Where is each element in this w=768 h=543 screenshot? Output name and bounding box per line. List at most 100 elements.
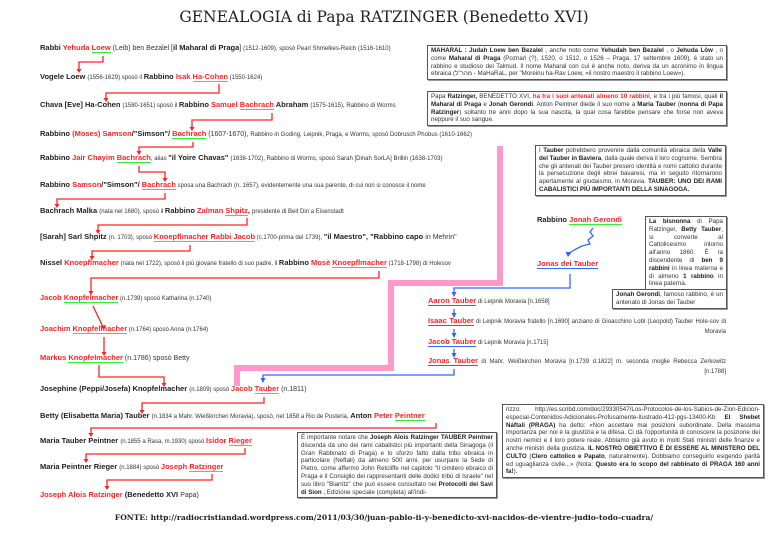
text-segment: El Shebet Náftali (PRAGA) [506,413,760,429]
text-segment: presidente di Beit Din a Eisenstadt [252,209,344,215]
genealogy-row: Joachim Knopfelmacher (n.1764) sposò Ann… [40,324,208,335]
text-segment: (1512-1609), sposò Pearl Shmelkes-Reich … [243,46,391,52]
genealogy-row: Rabbi Yehuda Loew (Leib) ben Bezalel [il… [40,43,391,54]
text-segment: , dalla quale deriva il loro cognome. Se… [539,154,722,186]
text-segment: ( [526,452,532,460]
text-segment: È importante notare che [301,434,371,441]
red-lineage-lines [56,56,437,488]
person-name: Samuel [211,100,240,109]
text-segment: sposa una Bachrach (n. 1657), evidenteme… [175,183,426,189]
text-segment: Nissel [40,258,65,267]
person-name: Aaron Tauber [428,296,477,306]
text-segment: (n.1834 a Mahr. Weißkirchen Moravia), sp… [151,414,351,420]
text-segment: (Leib) ben Bezalel [ [110,45,173,52]
jonas-dei-tauber-entry: Jonas dei Tauber [537,259,599,270]
person-name: Knoepflmacher Rabbi Jacob [153,232,256,242]
person-name: Mosè [311,258,333,267]
person-name: Knoepflmacher [332,258,387,268]
person-name: Shpitz [225,206,248,216]
bisnonna-note-box: La bisnonna di Papa Ratzinger, Betty Tau… [645,216,727,291]
person-name: Zalman [197,206,226,215]
person-name: Bachrach [116,153,151,163]
genealogy-row: Bachrach Malka (nata nel 1680), sposò il… [40,206,344,217]
genealogy-row: Joseph Alois Ratzinger (Benedetto XVI Pa… [40,490,199,501]
person-name: Isaac Tauber [428,316,474,326]
text-segment: , [247,206,253,215]
genealogy-row: Jacob Knopfelmacher (n.1739) sposò Katha… [40,293,211,304]
text-segment: (1607-1670), [206,131,251,138]
person-name: Peintner [394,411,425,421]
text-segment: (nata nel 1680), sposò il [99,209,165,215]
text-segment: Papa) [180,492,199,499]
text-segment: (n.1855 a Rasa, m.1930) sposò [120,439,207,445]
text-segment: Bachrach Malka [40,206,100,215]
text-segment: La bisnonna [649,218,691,225]
text-segment: Betty Tauber [681,225,722,233]
text-segment: (n.1739) sposò Katharina (n.1740) [118,296,212,302]
text-segment: , o come [431,47,723,62]
aaron-tauber-entry: Aaron Tauber di Leipnik Moravia [n.1658] [428,296,550,307]
text-segment: (n.1764) sposò Anna (n.1764) [127,327,209,333]
text-segment: di Leipnik Moravia fratello [n.1690] anz… [473,319,726,335]
text-segment: Rabbino [178,100,211,109]
text-segment: IL NOSTRO OBIETTIVO È DI ESSERE AL MINIS… [506,444,760,460]
text-segment: , e tra i più famosi, quali [649,93,720,100]
text-segment: Jonah Gerondi [488,100,534,108]
genealogy-row: Josephine (Peppi/Josefa) Knopfelmacher (… [40,384,307,395]
text-segment: ha detto: «Non accettare mai posizioni s… [506,421,760,452]
text-segment: (Benedetto XVI [124,490,181,499]
text-segment: Papa [431,93,448,100]
person-name: Bachrach [141,180,176,190]
text-segment: il Maharal di Praga [431,93,724,108]
person-name: Peter [373,411,395,420]
protocols-quote-box: rizzo: http://es.scribd.com/doc/29330547… [502,404,764,479]
text-segment: (1575-1615), Rabbino di Worms [310,103,396,109]
papa-ratzinger-note-box: Papa Ratzinger, BENEDETTO XVI, ha tra i … [427,91,727,127]
text-segment: . Anton Peintner diede il suo nome a [533,100,638,108]
person-name: Knoepflmacher [64,258,119,267]
blue-lineage-lines [260,227,594,383]
person-name: ha tra i suoi antenati almeno 10 rabbini [532,93,650,100]
text-segment: Jehuda Löw [676,47,713,54]
text-segment: , Edizione speciale (completa) all'indi- [321,488,427,496]
person-name: Knopfelmacher [72,324,128,334]
text-segment: Abraham [273,100,311,109]
text-segment: nonna di Papa Ratzinger [431,100,723,116]
genealogy-row: [Sarah] Sarl Shpitz (n. 1703), sposò Kno… [40,232,457,243]
genealogy-row: Markus Knopfelmacher (n.1786) sposò Bett… [40,353,190,364]
text-segment: rizzo: http://es.scribd.com/doc/29330547… [506,406,760,421]
text-segment: di Mahr. Weißkirchen Moravia [n.1739 d.1… [477,359,726,375]
genealogy-row: Nissel Knoepflmacher (nata nel 1722), sp… [40,258,451,269]
text-segment: Vogele Loew [40,72,88,81]
text-segment: Maharal di Praga [448,54,501,62]
text-segment: Rabbino [40,129,73,138]
text-segment: (1580-1651) sposò il [122,103,179,109]
person-name: Joseph [160,462,190,471]
text-segment: Valle del Tauber in Baviera [539,147,722,162]
person-name: Knopfelmacher [63,293,119,303]
person-name: (Moses) Samson [72,129,132,138]
source-link[interactable]: FONTE: http://radiocristiandad.wordpress… [114,513,654,522]
person-name: Markus [40,353,69,362]
person-name: Rieger [228,436,252,446]
text-segment: (n. 1703), sposò [108,235,154,241]
maharal-note-box: MAHARAL : Judah Loew ben Bezalel , anche… [427,45,727,81]
genealogy-row: Maria Peintner Rieger (n.1884) sposò Jos… [40,462,224,473]
genealogy-row: Betty (Elisabetta Maria) Tauber (n.1834 … [40,411,425,422]
red-arrowheads [54,69,195,490]
text-segment: discenda da uno dei rami cabalistici più… [301,441,493,488]
text-segment: Maria Tauber [637,100,676,108]
text-segment: TAUBER: UNO DEI RAMI CABALISTICI PIÙ IMP… [539,178,722,193]
text-segment: (1556-1629) sposò il [87,75,144,81]
text-segment: ). [513,468,518,476]
person-name: Jonas dei Tauber [537,259,599,269]
person-name: Loew [91,43,111,53]
text-segment: potrebbero provenire dalla comunità ebra… [563,147,708,154]
text-segment: Rabbino [278,258,311,267]
tauber-origin-note-box: I Tauber potrebbero provenire dalla comu… [535,145,726,196]
text-segment: , o [663,47,677,54]
person-name: Yehuda [62,43,92,52]
genealogy-row: Rabbino (Moses) Samson/"Simson"/ Bachrac… [40,129,472,140]
text-segment: /"Simson"/ [101,180,142,189]
text-segment: (c.1700-prima del 1739), [255,235,324,241]
